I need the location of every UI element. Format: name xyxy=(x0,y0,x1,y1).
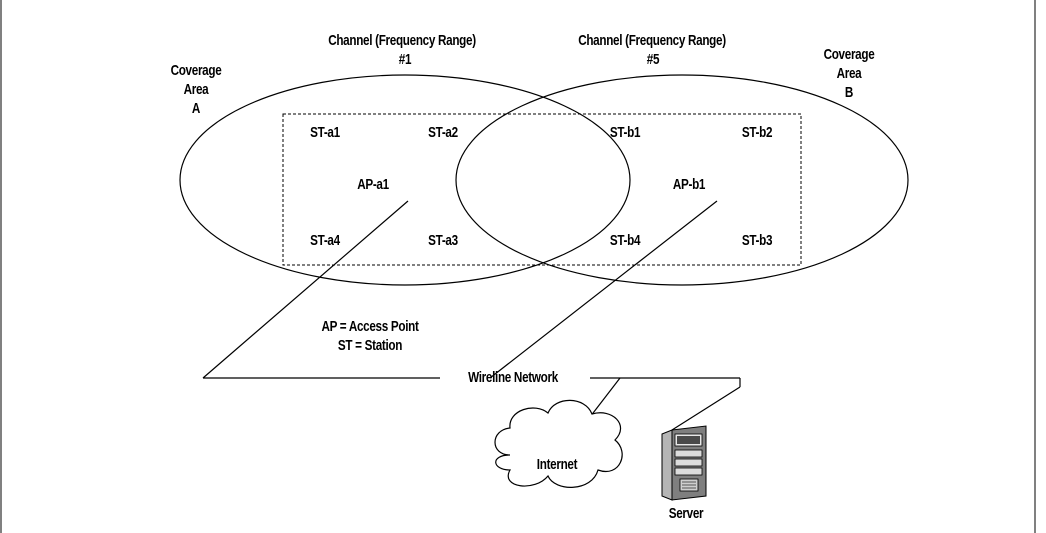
channel-b-label-line2: #5 xyxy=(646,51,660,68)
channel-a-label-line1: Channel (Frequency Range) xyxy=(328,32,476,49)
coverage-area-b-ellipse xyxy=(455,74,909,286)
coverage-a-label-line3: A xyxy=(191,100,201,117)
station-b1-label: ST-b1 xyxy=(609,124,641,141)
coverage-b-label-line3: B xyxy=(844,84,854,101)
station-b4-label: ST-b4 xyxy=(609,232,641,249)
channel-b-label-line1: Channel (Frequency Range) xyxy=(578,32,726,49)
wireline-network-label: Wireline Network xyxy=(468,369,558,386)
station-a4-label: ST-a4 xyxy=(310,232,340,249)
server-link xyxy=(671,386,741,431)
station-group-box xyxy=(282,113,802,266)
server-icon xyxy=(661,425,707,501)
coverage-a-label-line1: Coverage xyxy=(170,62,222,79)
legend-st: ST = Station xyxy=(337,337,403,354)
coverage-b-label-line1: Coverage xyxy=(823,46,875,63)
access-point-a1-label: AP-a1 xyxy=(357,176,389,193)
coverage-a-label-line2: Area xyxy=(183,81,209,98)
station-a2-label: ST-a2 xyxy=(428,124,458,141)
coverage-area-a-ellipse xyxy=(179,74,631,286)
station-a1-label: ST-a1 xyxy=(310,124,340,141)
station-b2-label: ST-b2 xyxy=(741,124,773,141)
station-a3-label: ST-a3 xyxy=(428,232,458,249)
access-point-b1-label: AP-b1 xyxy=(672,176,706,193)
coverage-b-label-line2: Area xyxy=(836,65,862,82)
ap-a1-link xyxy=(202,200,409,379)
channel-a-label-line2: #1 xyxy=(398,51,412,68)
server-label: Server xyxy=(668,505,704,522)
internet-label: Internet xyxy=(536,456,578,473)
legend-ap: AP = Access Point xyxy=(321,318,419,335)
internet-cloud-icon xyxy=(494,399,623,488)
ap-b1-link xyxy=(489,200,718,379)
station-b3-label: ST-b3 xyxy=(741,232,773,249)
